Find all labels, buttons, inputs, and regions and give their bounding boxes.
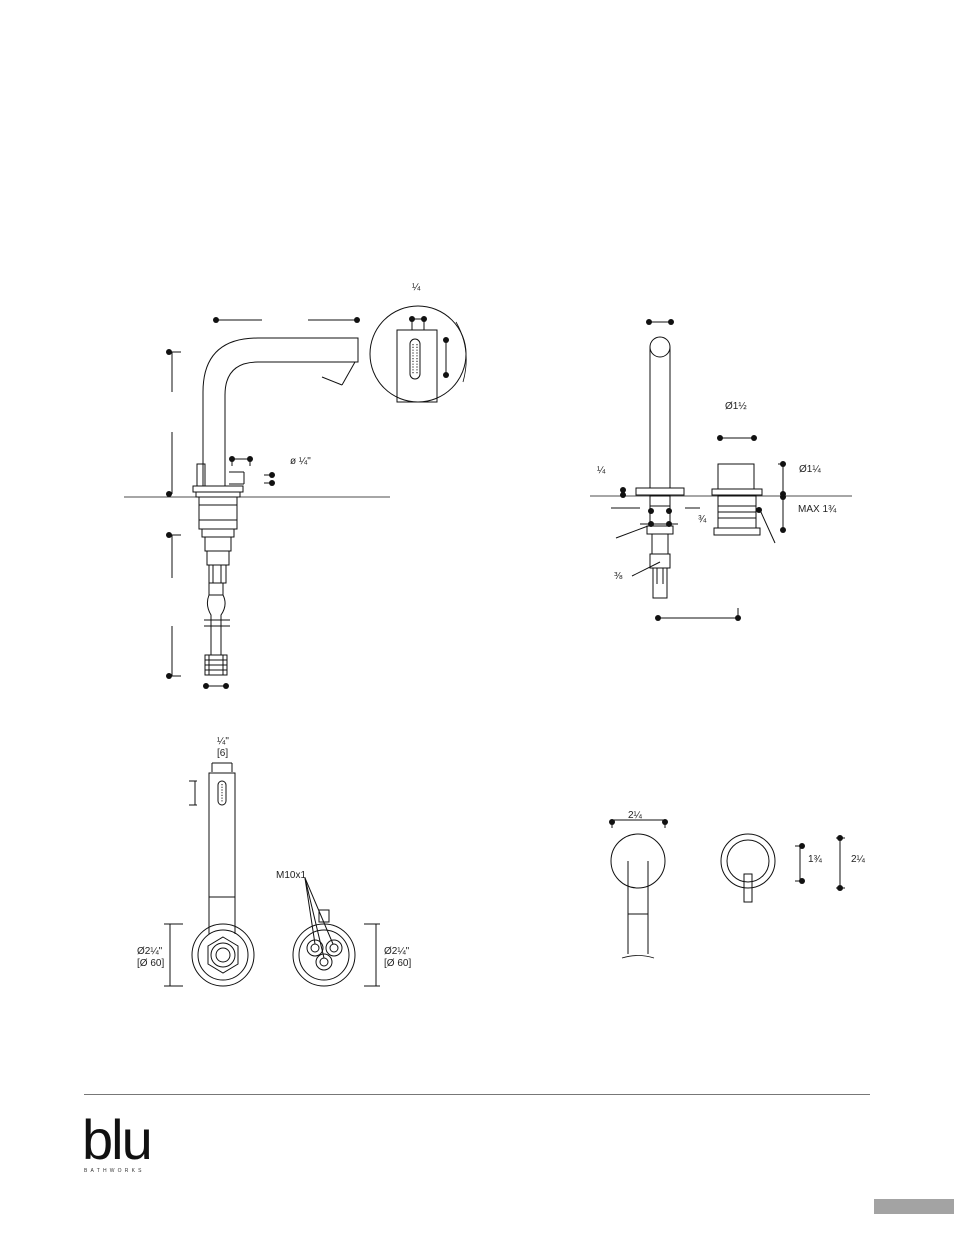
- plan-views: [164, 762, 380, 987]
- left-quarter-label: ¼: [597, 464, 606, 476]
- footer-divider: [84, 1094, 870, 1095]
- base-diameter-left-mm-label: [Ø 60]: [137, 958, 164, 969]
- wall-plate-views: [610, 819, 845, 959]
- lever-diameter-label: ø ¼": [290, 455, 311, 467]
- logo-wordmark: blu: [82, 1108, 153, 1171]
- detail-quarter-label: ¼: [412, 281, 421, 293]
- base-diameter-right-inch-label: Ø2¼": [384, 945, 410, 957]
- wall-handle-inner-label: 1¾: [808, 854, 823, 865]
- base-diameter-right-mm-label: [Ø 60]: [384, 958, 411, 969]
- three-quarter-label: ¾: [698, 514, 707, 525]
- base-diameter-left-inch-label: Ø2¼": [137, 945, 163, 957]
- outlet-width-mm-label: [6]: [217, 748, 228, 759]
- side-elevation-dimension-dots: [166, 316, 449, 689]
- wall-handle-outer-label: 2¼: [851, 853, 866, 865]
- three-eighths-label: ⅜: [614, 571, 623, 582]
- max-thickness-label: MAX 1¾: [798, 504, 837, 515]
- side-elevation-view: [124, 305, 467, 687]
- outlet-width-inch-label: ¼": [217, 735, 229, 747]
- logo-subtext: BATHWORKS: [84, 1168, 145, 1174]
- front-elevation-view: [590, 321, 852, 619]
- brand-logo: blu BATHWORKS: [82, 1112, 164, 1182]
- spout-diameter-label: Ø1½: [725, 401, 747, 412]
- handle-diameter-label: Ø1¼: [799, 463, 821, 475]
- thread-label: M10x1: [276, 870, 306, 881]
- wall-spout-width-label: 2¼: [628, 809, 643, 821]
- page-tab: [874, 1199, 954, 1214]
- front-elevation-dimension-dots: [620, 319, 786, 621]
